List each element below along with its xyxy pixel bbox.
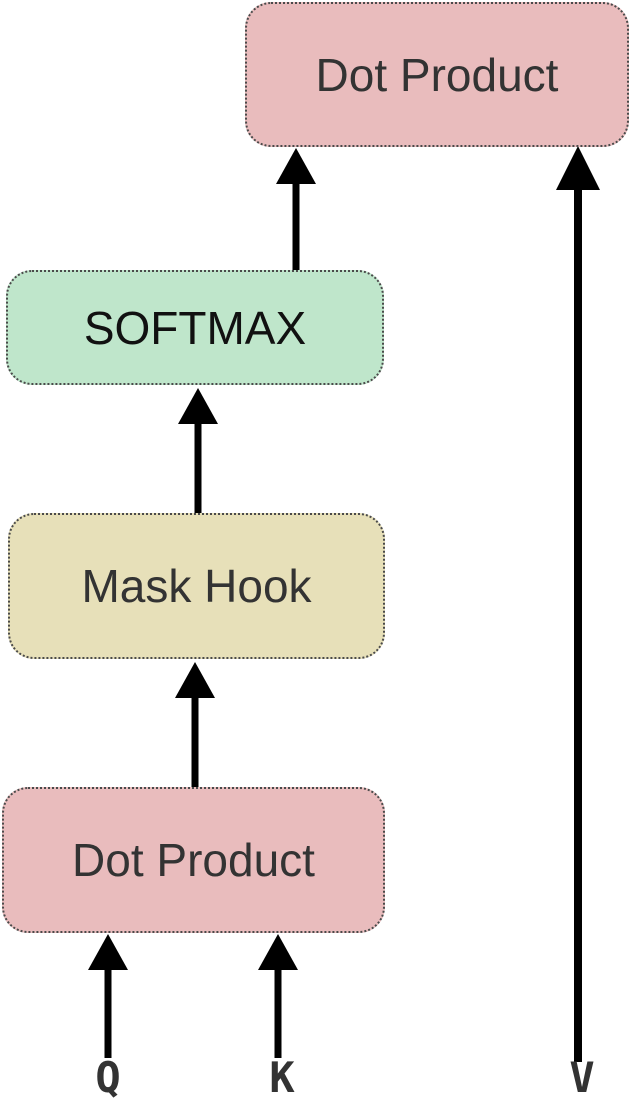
dot-product-top-node: Dot Product [245, 2, 629, 147]
dot-product-bottom-node: Dot Product [2, 787, 385, 933]
input-label-v: V [569, 1053, 595, 1102]
softmax-node: SOFTMAX [6, 270, 384, 385]
arrow-dot-product-to-mask-hook [175, 662, 215, 787]
input-label-k: K [269, 1053, 295, 1102]
arrow-mask-hook-to-softmax [178, 388, 218, 513]
arrow-v-to-dot-product [556, 146, 600, 1062]
input-label-q: Q [95, 1053, 121, 1102]
arrow-q-to-dot-product [88, 934, 128, 1058]
arrow-k-to-dot-product [258, 934, 298, 1058]
dot-product-top-label: Dot Product [315, 48, 559, 101]
mask-hook-node: Mask Hook [8, 513, 385, 659]
mask-hook-label: Mask Hook [81, 560, 312, 612]
arrow-softmax-to-dot-product [276, 148, 316, 270]
softmax-label: SOFTMAX [83, 301, 307, 354]
dot-product-bottom-label: Dot Product [72, 834, 315, 886]
